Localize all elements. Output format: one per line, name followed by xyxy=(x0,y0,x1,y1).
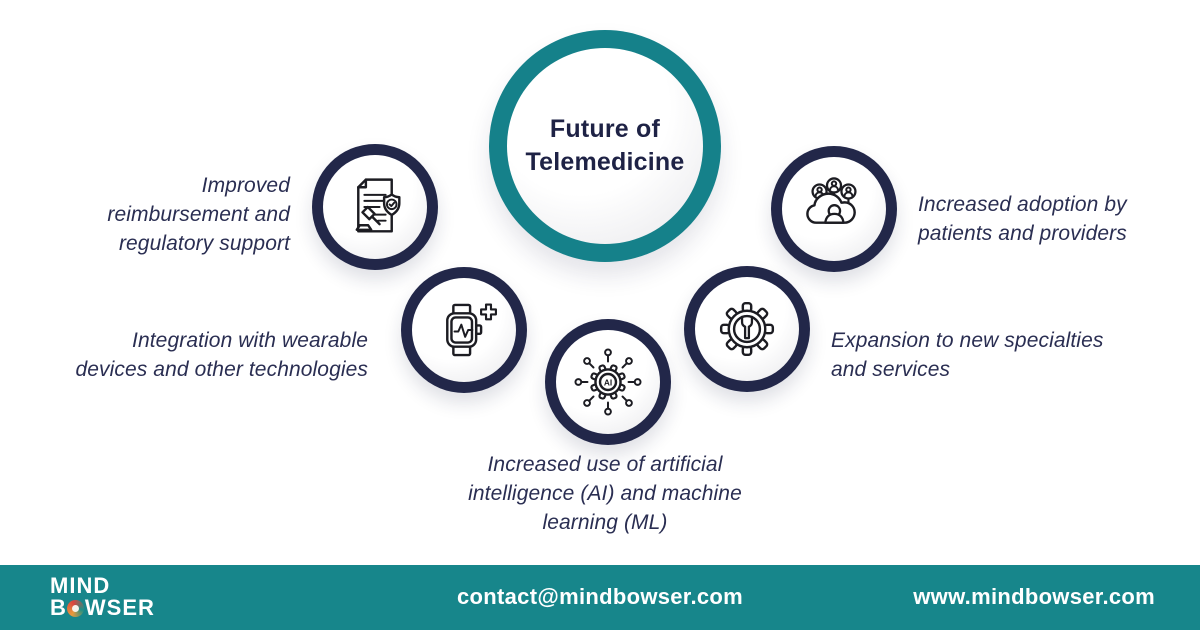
cloud-users-icon xyxy=(806,177,857,224)
page-title: Future of Telemedicine xyxy=(526,113,685,179)
label-ai-ml: Increased use of artificial intelligence… xyxy=(435,450,775,537)
logo-line-1: MIND xyxy=(50,573,111,598)
logo-letters-wser: WSER xyxy=(84,595,155,620)
page-title-line: Telemedicine xyxy=(525,148,685,176)
label-line: devices and other technologies xyxy=(75,358,368,381)
logo-letter-b: B xyxy=(50,595,67,620)
label-line: Increased use of artificial xyxy=(487,453,723,476)
node-adoption xyxy=(771,146,897,272)
node-wearables xyxy=(401,267,527,393)
mindbowser-swirl-icon xyxy=(67,599,85,617)
node-specialties-inner xyxy=(695,277,799,381)
website-url: www.mindbowser.com xyxy=(913,584,1155,609)
label-line: intelligence (AI) and machine xyxy=(468,482,742,505)
node-ai-ml: AI xyxy=(545,319,671,445)
label-line: and services xyxy=(831,358,951,381)
label-specialties: Expansion to new specialties and service… xyxy=(831,326,1161,384)
label-line: Expansion to new specialties xyxy=(831,329,1104,352)
node-adoption-inner xyxy=(782,157,886,261)
central-topic-inner: Future of Telemedicine xyxy=(507,48,703,244)
logo-line-2: B WSER xyxy=(50,597,155,619)
label-line: regulatory support xyxy=(118,232,290,255)
footer-bar: MIND B WSER contact@mindbowser.com www.mi… xyxy=(0,565,1200,630)
label-line: Increased adoption by xyxy=(918,193,1127,216)
contact-email: contact@mindbowser.com xyxy=(457,584,743,609)
document-gavel-shield-icon xyxy=(355,178,401,233)
smartwatch-health-icon xyxy=(446,303,497,357)
label-wearables: Integration with wearable devices and ot… xyxy=(40,326,368,384)
ai-gear-chip-icon: AI xyxy=(574,348,642,416)
label-line: patients and providers xyxy=(918,222,1127,245)
label-line: Improved xyxy=(201,174,290,197)
label-line: learning (ML) xyxy=(542,511,668,534)
label-reimbursement: Improved reimbursement and regulatory su… xyxy=(45,171,290,258)
central-topic-circle: Future of Telemedicine xyxy=(489,30,721,262)
node-reimbursement xyxy=(312,144,438,270)
label-adoption: Increased adoption by patients and provi… xyxy=(918,190,1178,248)
node-ai-ml-inner: AI xyxy=(556,330,660,434)
node-wearables-inner xyxy=(412,278,516,382)
page-title-line: Future of xyxy=(549,115,661,143)
svg-text:AI: AI xyxy=(604,377,612,387)
mindbowser-logo: MIND B WSER xyxy=(50,575,155,619)
label-line: Integration with wearable xyxy=(132,329,368,352)
gear-wrench-icon xyxy=(719,301,775,357)
node-specialties xyxy=(684,266,810,392)
node-reimbursement-inner xyxy=(323,155,427,259)
label-line: reimbursement and xyxy=(107,203,290,226)
